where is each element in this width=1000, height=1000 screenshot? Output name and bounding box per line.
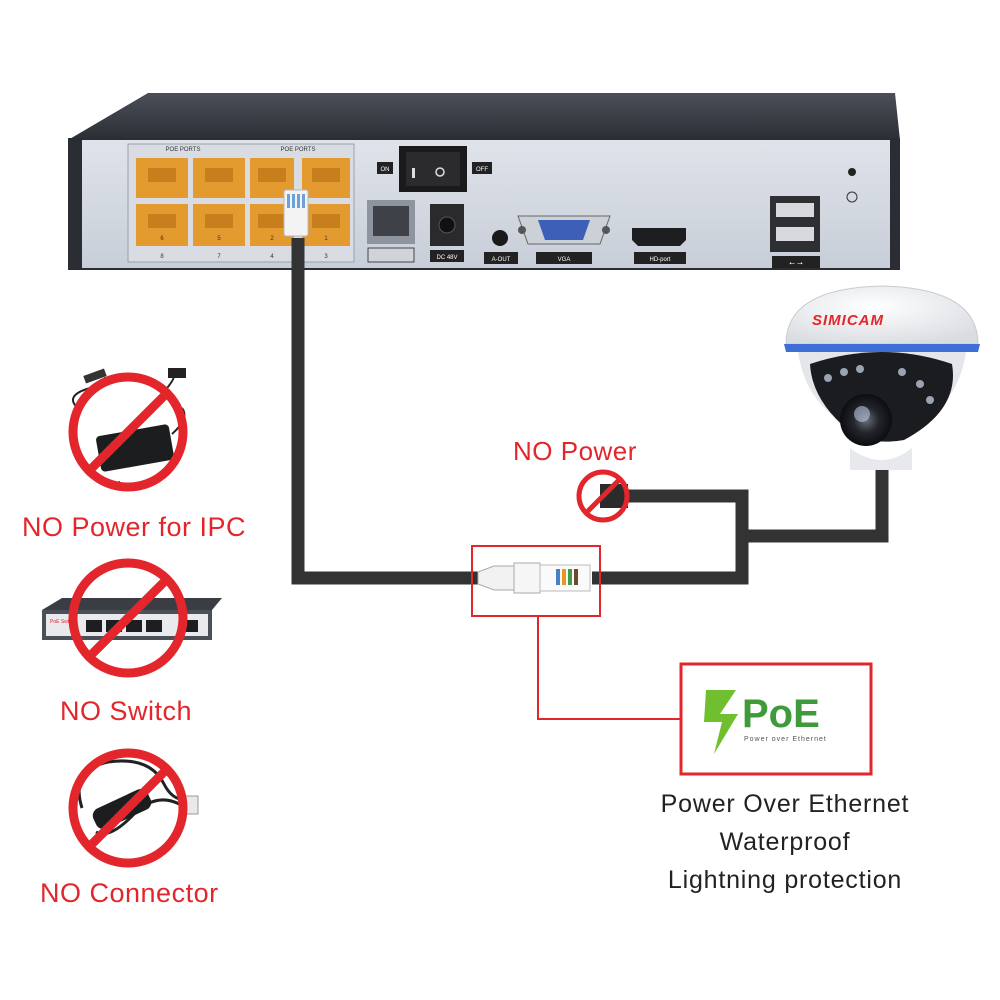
usb-ports[interactable]: ⭠ ⭢ <box>770 196 820 268</box>
dc-power-port[interactable]: DC 48V <box>430 204 464 262</box>
poe-ports-label-left: POE PORTS <box>166 147 201 153</box>
poe-injector-item <box>68 748 199 868</box>
poe-logo-subtitle: Power over Ethernet <box>744 736 827 743</box>
prohibited-icon <box>576 469 630 523</box>
dc-stub <box>576 469 630 523</box>
usb-icon: ⭠ ⭢ <box>789 259 803 267</box>
port-number: 3 <box>324 254 328 260</box>
port-number: 1 <box>324 236 328 242</box>
no-connector-label: NO Connector <box>40 878 219 908</box>
hd-label: HD-port <box>649 257 670 263</box>
rj45-waterproof-connector <box>477 562 591 594</box>
no-power-ipc-label: NO Power for IPC <box>22 512 247 542</box>
port-number: 8 <box>160 254 164 260</box>
lan-port[interactable] <box>367 200 415 263</box>
callout-line <box>537 616 680 720</box>
hdmi-port[interactable]: HD-port <box>632 228 686 264</box>
poe-ports: POE PORTS POE PORTS 6 5 2 1 8 7 <box>127 143 355 263</box>
lightning-icon <box>704 690 738 754</box>
camera-brand: SIMICAM <box>812 312 884 329</box>
power-switch[interactable]: ON OFF <box>377 146 492 192</box>
camera-blue-ring <box>784 344 980 352</box>
port-number: 2 <box>270 236 274 242</box>
connector-highlight-box <box>471 545 601 617</box>
poe-logo-box: PoE Power over Ethernet <box>679 662 873 776</box>
dc-label: DC 48V <box>436 255 457 261</box>
aout-label: A-OUT <box>492 257 511 263</box>
prohibited-icon <box>68 748 188 868</box>
prohibited-icon <box>68 558 188 678</box>
ethernet-cable <box>291 238 889 585</box>
no-power-label: NO Power <box>513 436 637 466</box>
audio-out-port[interactable]: A-OUT <box>484 230 518 264</box>
no-switch-label: NO Switch <box>60 696 193 726</box>
port-number: 6 <box>160 236 164 242</box>
nvr-device: POE PORTS POE PORTS 6 5 2 1 8 7 <box>68 93 900 270</box>
switch-brand: PoE Switch <box>50 619 76 625</box>
reset-hole <box>848 168 856 176</box>
port-number: 4 <box>270 254 274 260</box>
poe-logo-title: PoE <box>742 692 820 736</box>
poe-ports-label-right: POE PORTS <box>281 147 316 153</box>
ground-icon <box>846 191 858 203</box>
port-number: 7 <box>217 254 221 260</box>
switch-on-label: ON <box>381 167 390 173</box>
feature-line: Lightning protection <box>667 866 903 894</box>
feature-line: Waterproof <box>719 828 851 856</box>
dome-camera: SIMICAM <box>784 285 980 470</box>
vga-port[interactable]: VGA <box>517 215 611 264</box>
feature-line: Power Over Ethernet <box>660 790 910 818</box>
switch-off-label: OFF <box>476 167 488 173</box>
vga-label: VGA <box>558 257 571 263</box>
power-adapter-item <box>68 368 188 492</box>
prohibited-icon <box>68 372 188 492</box>
poe-switch-item: PoE Switch <box>42 558 222 678</box>
port-number: 5 <box>217 236 221 242</box>
